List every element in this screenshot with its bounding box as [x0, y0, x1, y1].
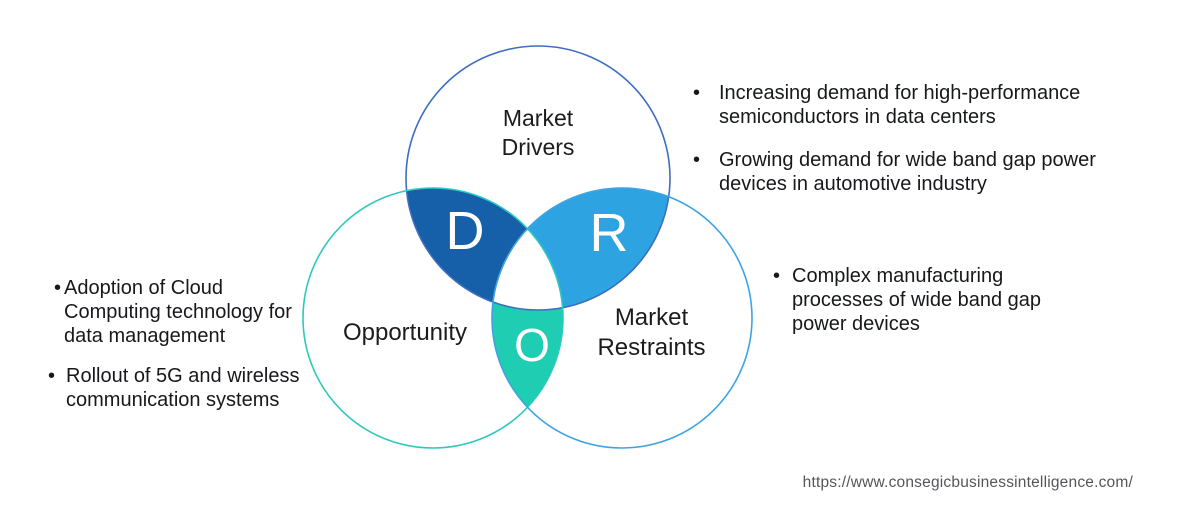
list-item: • Increasing demand for high-performance… — [692, 81, 1132, 129]
bullet-icon: • — [48, 365, 56, 387]
restraints-notes-list: • Complex manufacturing processes of wid… — [773, 264, 1113, 336]
opportunity-circle — [302, 187, 564, 449]
drivers-notes-list: • Increasing demand for high-performance… — [692, 81, 1132, 196]
source-url-link[interactable]: https://www.consegicbusinessintelligence… — [802, 474, 1133, 491]
opportunity-note-text: Adoption of Cloud Computing technology f… — [64, 277, 292, 347]
drivers-note-text: Increasing demand for high-performance s… — [719, 82, 1081, 128]
overlap-letter-d: D — [445, 201, 485, 261]
restraints-circle-label: Market Restraints — [597, 304, 706, 361]
list-item: • Complex manufacturing processes of wid… — [773, 264, 1113, 336]
drivers-circle — [405, 45, 671, 311]
drivers-circle-label: Market Drivers — [501, 105, 575, 160]
bullet-icon: • — [693, 149, 701, 171]
restraints-note-text: Complex manufacturing processes of wide … — [792, 265, 1042, 335]
overlap-drivers-restraints — [492, 188, 670, 310]
overlap-letter-o: O — [514, 319, 550, 371]
list-item: • Growing demand for wide band gap power… — [692, 148, 1132, 196]
restraints-circle — [491, 187, 753, 449]
overlap-letter-r: R — [589, 203, 629, 263]
opportunity-circle-label: Opportunity — [342, 319, 468, 346]
opportunity-note-text: Rollout of 5G and wireless communication… — [66, 365, 300, 411]
bullet-icon: • — [693, 82, 701, 104]
opportunity-notes-list: • Adoption of Cloud Computing technology… — [48, 276, 338, 412]
bullet-icon: • — [54, 277, 62, 299]
drivers-note-text: Growing demand for wide band gap power d… — [719, 149, 1096, 195]
overlap-drivers-opportunity — [406, 188, 563, 310]
list-item: • Rollout of 5G and wireless communicati… — [48, 364, 338, 412]
list-item: • Adoption of Cloud Computing technology… — [48, 276, 338, 348]
bullet-icon: • — [773, 265, 781, 287]
